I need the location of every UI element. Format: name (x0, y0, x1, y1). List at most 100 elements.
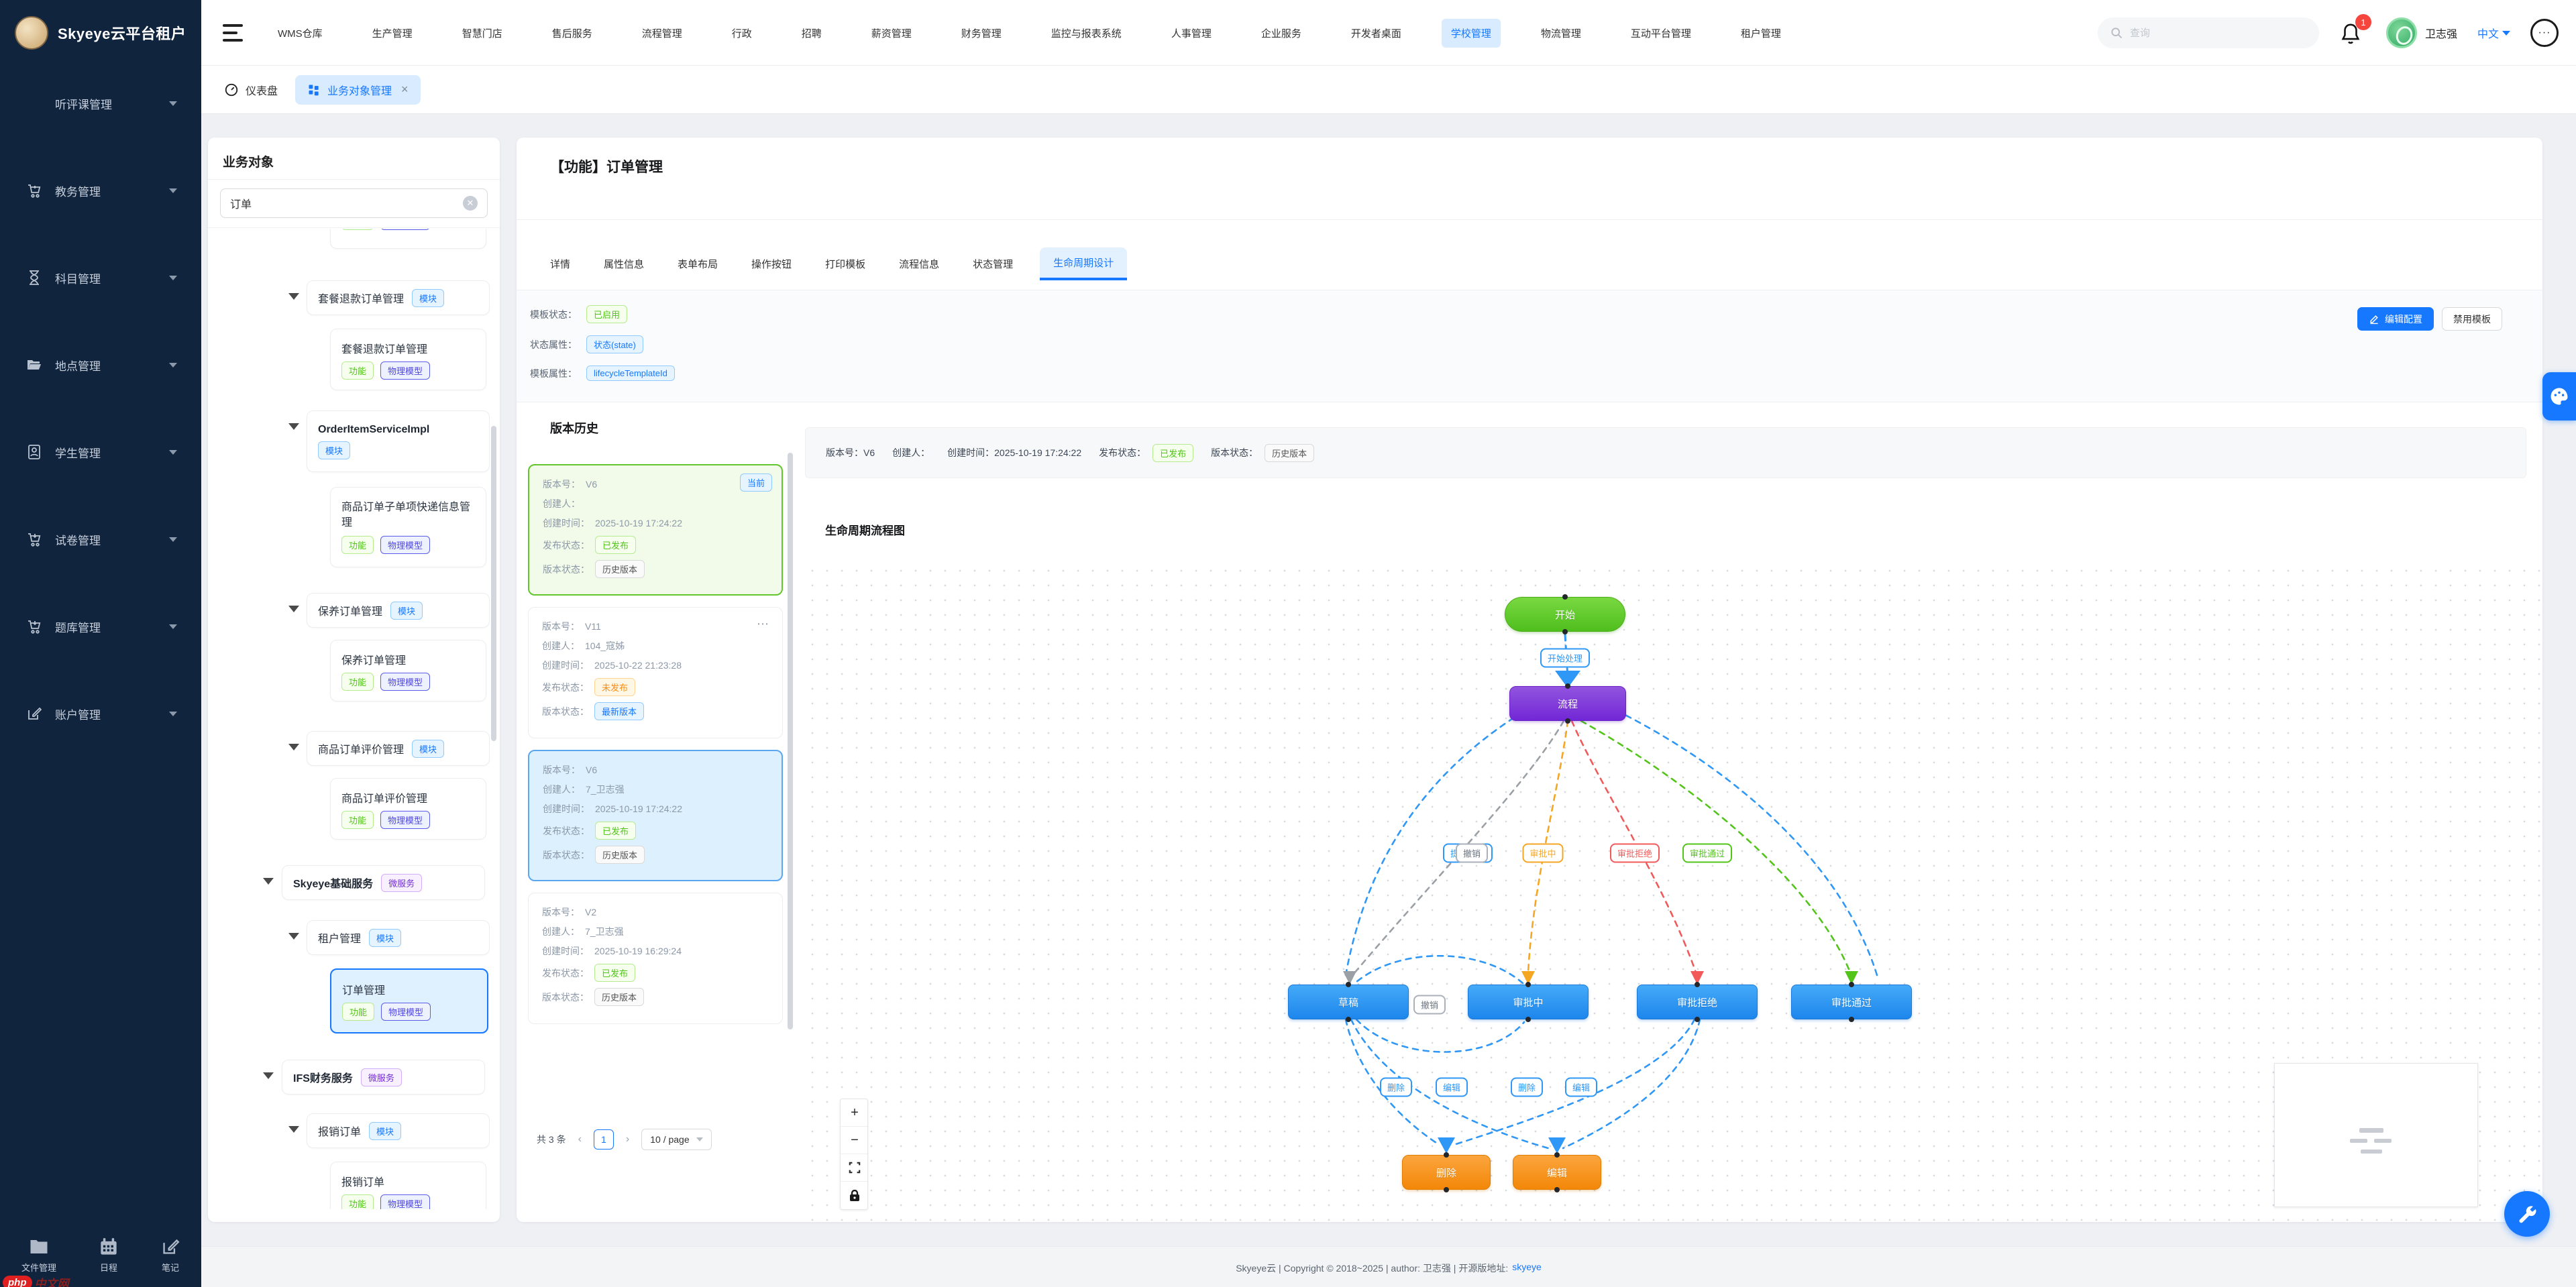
nav-item-production[interactable]: 生产管理 (372, 27, 413, 40)
tab-lifecycle-design-active[interactable]: 生命周期设计 (1040, 247, 1128, 280)
global-search[interactable] (2097, 17, 2319, 48)
tab-print-template[interactable]: 打印模板 (825, 259, 866, 270)
edge-label-rejected[interactable]: 审批拒绝 (1609, 843, 1660, 863)
next-page-button[interactable]: › (625, 1133, 630, 1145)
sidebar-item-location[interactable]: 地点管理 (0, 347, 201, 382)
zoom-out-button[interactable]: − (841, 1127, 867, 1154)
sidebar-notes[interactable]: 笔记 (161, 1238, 180, 1274)
zoom-in-button[interactable]: + (841, 1099, 867, 1127)
version-card[interactable]: 版本号：V2 创建人：7_卫志强 创建时间：2025-10-19 16:29:2… (528, 893, 783, 1024)
tree-leaf-express[interactable]: 商品订单子单项快递信息管理 功能 物理模型 (330, 487, 486, 567)
chat-button[interactable]: ··· (2530, 19, 2559, 47)
node-edit[interactable]: 编辑 (1513, 1155, 1601, 1190)
tree-leaf-pingjia[interactable]: 商品订单评价管理 功能 物理模型 (330, 778, 486, 840)
collapse-caret-icon[interactable] (263, 878, 274, 885)
tree-search[interactable]: ✕ (220, 188, 488, 218)
tree-service-skyeye[interactable]: Skyeye基础服务 微服务 (282, 865, 485, 900)
edge-label-withdraw[interactable]: 撤销 (1455, 843, 1489, 863)
disable-template-button[interactable]: 禁用模板 (2442, 307, 2502, 331)
lifecycle-canvas[interactable]: 开始 流程 草稿 审批中 审批拒绝 审批通过 删除 编辑 开始处理 提交审批 撤… (805, 563, 2542, 1222)
edge-label-delete-left[interactable]: 删除 (1379, 1077, 1413, 1097)
version-card-current[interactable]: 当前 版本号：V6 创建人： 创建时间：2025-10-19 17:24:22 … (528, 464, 783, 596)
scrollbar[interactable] (491, 426, 496, 741)
sidebar-item-student[interactable]: 学生管理 (0, 435, 201, 469)
nav-item-recruit[interactable]: 招聘 (801, 27, 822, 40)
nav-item-logistics[interactable]: 物流管理 (1540, 27, 1581, 40)
tree-module-taocan[interactable]: 套餐退款订单管理 模块 (307, 280, 490, 315)
page-number[interactable]: 1 (593, 1129, 614, 1150)
tree-module-baoyang[interactable]: 保养订单管理 模块 (307, 593, 490, 628)
global-search-input[interactable] (2129, 27, 2291, 39)
tab-dashboard[interactable]: 仪表盘 (224, 82, 278, 98)
tab-action-buttons[interactable]: 操作按钮 (751, 259, 792, 270)
nav-item-finance[interactable]: 财务管理 (961, 27, 1002, 40)
close-icon[interactable]: × (401, 82, 409, 96)
tab-business-object-active[interactable]: 业务对象管理 × (295, 74, 421, 105)
collapse-caret-icon[interactable] (288, 744, 299, 750)
tab-details[interactable]: 详情 (550, 259, 571, 270)
tree-leaf-baoxiao[interactable]: 报销订单 功能 物理模型 (330, 1162, 486, 1209)
nav-item-hr[interactable]: 人事管理 (1171, 27, 1212, 40)
sidebar-item-question-bank[interactable]: 题库管理 (0, 609, 201, 644)
nav-item-admin[interactable]: 行政 (731, 27, 752, 40)
tab-form-layout[interactable]: 表单布局 (678, 259, 718, 270)
edge-label-start-handle[interactable]: 开始处理 (1540, 648, 1591, 668)
edge-label-approved[interactable]: 审批通过 (1682, 843, 1733, 863)
tree-leaf-order-selected[interactable]: 订单管理 功能 物理模型 (330, 968, 488, 1033)
collapse-caret-icon[interactable] (288, 606, 299, 612)
tree-module-pingjia[interactable]: 商品订单评价管理 模块 (307, 731, 490, 766)
collapse-caret-icon[interactable] (263, 1072, 274, 1079)
tree-leaf-baoyang[interactable]: 保养订单管理 功能 物理模型 (330, 640, 486, 702)
edge-label-delete-right[interactable]: 删除 (1510, 1077, 1544, 1097)
nav-item-process[interactable]: 流程管理 (641, 27, 682, 40)
logo[interactable]: Skyeye云平台租户 (0, 0, 201, 66)
sidebar-files[interactable]: 文件管理 (21, 1238, 56, 1274)
nav-item-salary[interactable]: 薪资管理 (871, 27, 912, 40)
version-card-selected[interactable]: 版本号：V6 创建人：7_卫志强 创建时间：2025-10-19 17:24:2… (528, 750, 783, 881)
nav-item-store[interactable]: 智慧门店 (462, 27, 502, 40)
node-process[interactable]: 流程 (1509, 686, 1626, 721)
lock-button[interactable] (841, 1182, 867, 1209)
sidebar-item-listening[interactable]: 听评课管理 (0, 86, 201, 121)
node-rejected[interactable]: 审批拒绝 (1637, 985, 1758, 1019)
scrollbar[interactable] (788, 453, 793, 1029)
toolbox-fab-button[interactable] (2504, 1191, 2550, 1237)
fit-view-button[interactable] (841, 1154, 867, 1182)
prev-page-button[interactable]: ‹ (578, 1133, 582, 1145)
nav-item-monitor[interactable]: 监控与报表系统 (1051, 27, 1122, 40)
minimap[interactable] (2274, 1063, 2478, 1207)
node-approved[interactable]: 审批通过 (1791, 985, 1912, 1019)
menu-collapse-icon[interactable] (221, 21, 246, 44)
tree-module-baoxiao[interactable]: 报销订单 模块 (307, 1113, 490, 1148)
edit-config-button[interactable]: 编辑配置 (2357, 307, 2434, 331)
tree-service-ifs[interactable]: IFS财务服务 微服务 (282, 1060, 485, 1095)
nav-item-aftersale[interactable]: 售后服务 (551, 27, 592, 40)
language-switcher[interactable]: 中文 (2477, 25, 2510, 41)
edge-label-withdraw-mid[interactable]: 撤销 (1413, 995, 1446, 1015)
tree-leaf-taocan[interactable]: 套餐退款订单管理 功能 物理模型 (330, 329, 486, 390)
page-size-select[interactable]: 10 / page (641, 1129, 712, 1150)
node-start[interactable]: 开始 (1505, 597, 1625, 632)
collapse-caret-icon[interactable] (288, 1126, 299, 1133)
node-approving[interactable]: 审批中 (1468, 985, 1589, 1019)
nav-item-school-active[interactable]: 学校管理 (1441, 18, 1501, 48)
footer-link[interactable]: skyeye (1512, 1262, 1542, 1272)
collapse-caret-icon[interactable] (288, 293, 299, 300)
tab-status-management[interactable]: 状态管理 (973, 259, 1014, 270)
nav-item-wms[interactable]: WMS仓库 (278, 27, 323, 40)
user-menu[interactable]: 卫志强 (2385, 17, 2457, 48)
collapse-caret-icon[interactable] (288, 933, 299, 940)
tree-leaf-clipped[interactable]: 功能 物理模型 (330, 229, 486, 249)
clear-icon[interactable]: ✕ (463, 196, 478, 211)
sidebar-item-academic[interactable]: 教务管理 (0, 173, 201, 208)
tree-module-tenant[interactable]: 租户管理 模块 (307, 920, 490, 955)
nav-item-interactive[interactable]: 互动平台管理 (1630, 27, 1691, 40)
collapse-caret-icon[interactable] (288, 423, 299, 430)
theme-panel-button[interactable] (2542, 372, 2576, 421)
nav-item-tenant[interactable]: 租户管理 (1740, 27, 1781, 40)
tab-process-info[interactable]: 流程信息 (899, 259, 940, 270)
nav-item-devdesk[interactable]: 开发者桌面 (1350, 27, 1401, 40)
sidebar-item-exam-paper[interactable]: 试卷管理 (0, 522, 201, 557)
more-icon[interactable]: ⋯ (757, 617, 770, 630)
sidebar-item-subject[interactable]: 科目管理 (0, 260, 201, 295)
